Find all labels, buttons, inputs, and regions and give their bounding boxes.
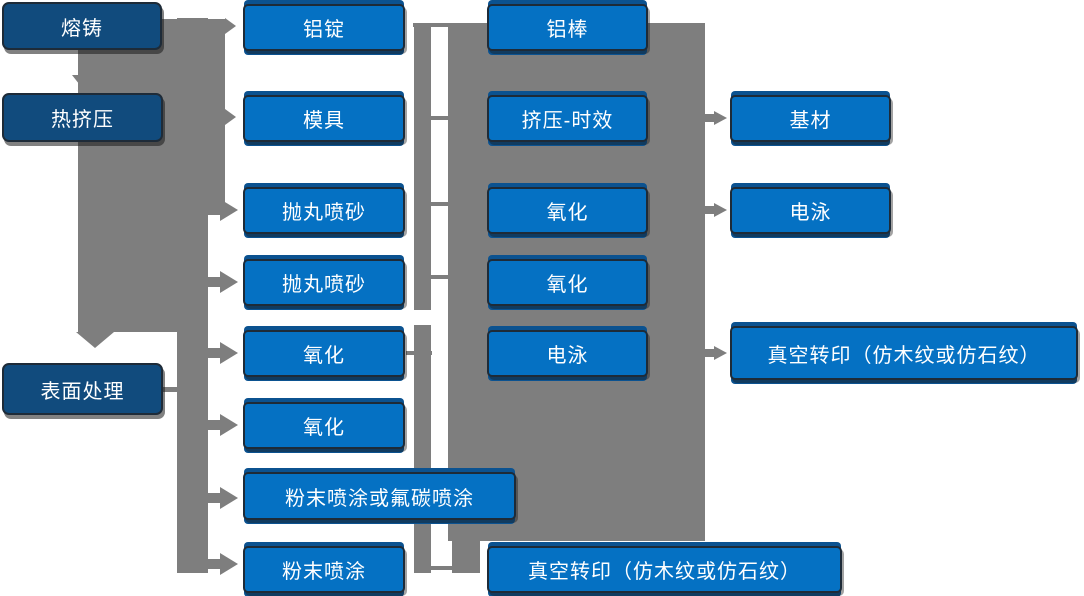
connector-stub-r8 [203, 559, 221, 569]
node-shot-blasting-2: 抛丸喷砂 [243, 259, 405, 306]
arrowhead-to-shot-blasting-2-icon [220, 271, 238, 293]
connector-stub-r4 [203, 277, 221, 287]
connector-main-vertical-wide [78, 40, 180, 332]
node-oxidation-1: 氧化 [243, 330, 405, 377]
node-vacuum-transfer-2: 真空转印（仿木纹或仿石纹） [730, 326, 1078, 380]
arrowhead-to-powder-fluorocarbon-icon [220, 487, 238, 509]
node-base-material: 基材 [730, 95, 891, 142]
node-hot-extrusion: 热挤压 [2, 93, 163, 142]
arrowhead-to-shot-blasting-1-icon [220, 199, 238, 221]
node-powder-or-fluorocarbon-coating: 粉末喷涂或氟碳喷涂 [243, 472, 516, 520]
node-electrophoresis-1: 电泳 [487, 330, 648, 377]
collector-bar-lower [414, 325, 431, 573]
arrowhead-to-surface-treatment-icon [76, 332, 114, 348]
connector-stub-electrophoresis [704, 206, 714, 214]
connector-stub-r5 [203, 348, 221, 358]
node-surface-treatment: 表面处理 [2, 363, 163, 415]
arrowhead-to-ingot-icon [225, 18, 236, 34]
node-shot-blasting-1: 抛丸喷砂 [243, 187, 405, 234]
node-oxidation-4: 氧化 [487, 259, 648, 306]
arrowhead-to-vacuum-transfer-icon [714, 346, 727, 360]
connector-stub-base-material [704, 114, 714, 122]
node-oxidation-2: 氧化 [243, 402, 405, 449]
connector-intermediate-block-extension [452, 541, 480, 573]
collector-bar-upper [414, 23, 431, 310]
node-electrophoresis-2: 电泳 [730, 187, 891, 234]
node-powder-coating: 粉末喷涂 [243, 546, 405, 593]
connector-branch-vertical [177, 18, 208, 573]
arrowhead-to-oxidation-2-icon [220, 414, 238, 436]
node-mold: 模具 [243, 95, 405, 142]
arrowhead-to-base-material-icon [714, 111, 727, 125]
collector-stub-bottom [430, 566, 454, 570]
node-melting-casting: 熔铸 [2, 2, 162, 50]
node-extrusion-aging: 挤压-时效 [487, 95, 648, 142]
collector-stub-row3 [430, 202, 449, 206]
arrowhead-to-mold-icon [225, 109, 236, 125]
collector-stub-row4 [430, 275, 449, 279]
collector-stub-mold-row [430, 116, 449, 120]
connector-surface-treatment-stub [163, 387, 178, 392]
connector-stub-r7 [203, 493, 221, 503]
arrowhead-to-electrophoresis-icon [714, 203, 727, 217]
connector-stub-vacuum-transfer [704, 349, 714, 357]
connector-stub-r6 [203, 420, 221, 430]
node-oxidation-3: 氧化 [487, 187, 648, 234]
collector-stub-row5 [406, 351, 432, 355]
connector-stub-r3 [203, 205, 221, 215]
arrowhead-to-oxidation-1-icon [220, 342, 238, 364]
node-aluminum-ingot: 铝锭 [243, 4, 405, 51]
node-vacuum-transfer-1: 真空转印（仿木纹或仿石纹） [487, 546, 842, 593]
node-aluminum-rod: 铝棒 [487, 4, 648, 51]
collector-stub-top [413, 23, 448, 27]
arrowhead-to-powder-coating-icon [220, 553, 238, 575]
arrowhead-casting-to-extrusion-icon [72, 75, 94, 89]
